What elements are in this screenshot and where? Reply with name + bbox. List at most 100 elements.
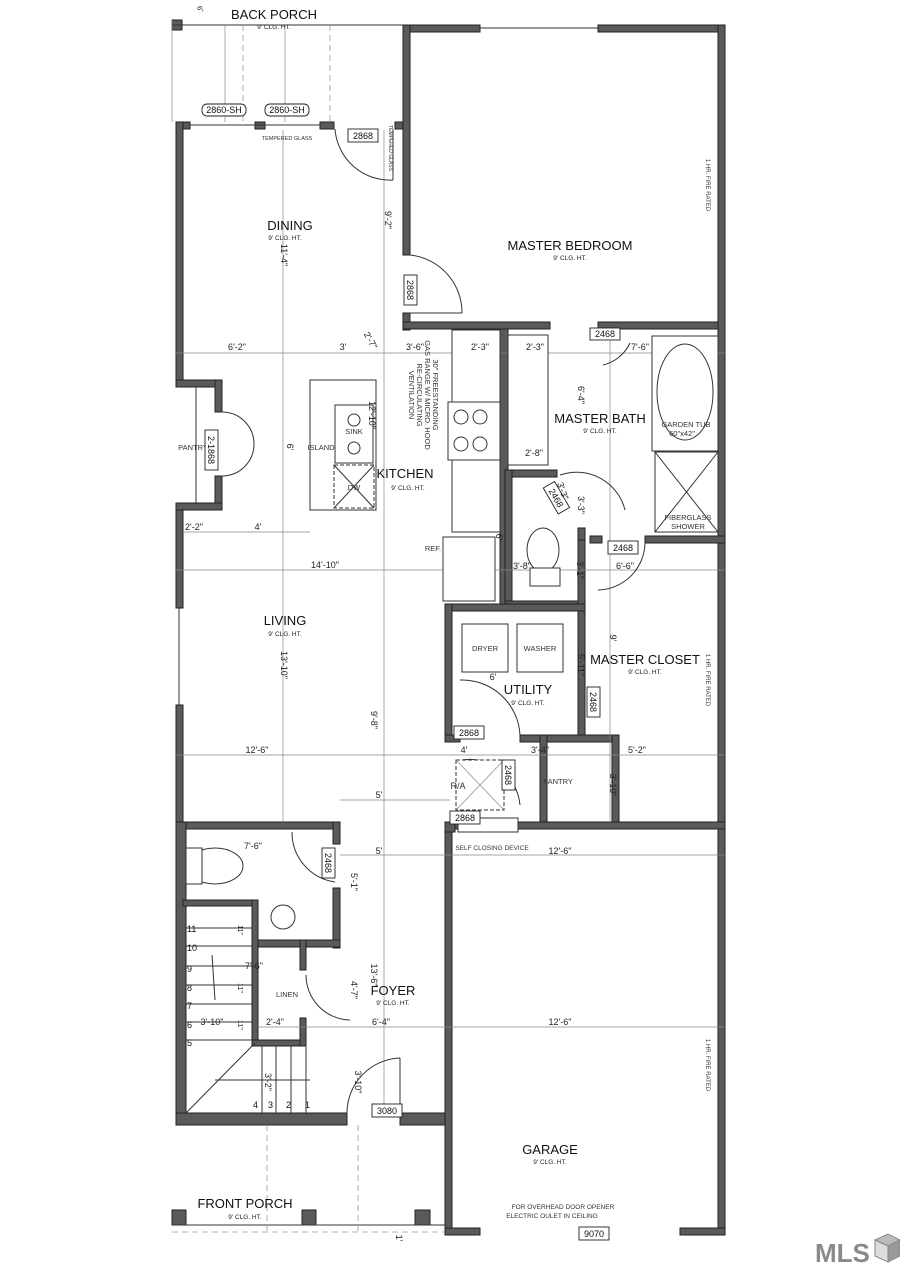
dimension: 7'-6": [631, 342, 649, 352]
ceiling-height: 9' CLG. HT.: [391, 485, 425, 492]
door-tag: 2868: [353, 131, 373, 141]
stair-step: 3: [268, 1100, 273, 1110]
ceiling-height: 9' CLG. HT.: [257, 24, 291, 31]
dimension: 11'-4": [279, 244, 289, 266]
dimension: 3'-8": [513, 561, 531, 571]
dimension: 9'-2": [383, 211, 393, 229]
ceiling-height: 9' CLG. HT.: [228, 1214, 262, 1221]
ceiling-height: 9' CLG. HT.: [553, 255, 587, 262]
stair-step: 7: [187, 1001, 192, 1011]
dimension: 7'-6": [245, 961, 263, 971]
dimension: 3'-6": [406, 342, 424, 352]
room-name-back-porch: BACK PORCH: [231, 7, 317, 22]
dimension: 3': [340, 342, 347, 352]
dimension: 12'-6": [549, 846, 572, 856]
range-note: GAS RANGE W/ MICRO. HOOD: [423, 340, 432, 450]
dimension: 3'-4": [531, 745, 549, 755]
dimension: 3'-10": [608, 774, 618, 797]
stair-step: 6: [187, 1020, 192, 1030]
stair-step: 9: [187, 964, 192, 974]
room-name-foyer: FOYER: [371, 983, 416, 998]
dimension: 14'-10": [311, 560, 339, 570]
fixtures: [185, 329, 719, 1114]
ceiling-height: 9' CLG. HT.: [268, 235, 302, 242]
door-tag: 2-1868: [206, 436, 216, 464]
garage-note: ELECTRIC OULET IN CEILING: [506, 1213, 598, 1220]
fixture-labels: PANTRY PANTRY ISLAND SINK DW REF. DRYER …: [178, 125, 711, 1220]
pantry-label: PANTRY: [178, 443, 208, 452]
range-note: 30" FREESTANDING: [431, 359, 440, 430]
room-labels: BACK PORCH 9' CLG. HT. DINING 9' CLG. HT…: [197, 7, 700, 1221]
door-tag: 2868: [405, 280, 415, 300]
room-name-utility: UTILITY: [504, 682, 553, 697]
dimension: 3'-3": [576, 496, 586, 514]
room-name-master-bedroom: MASTER BEDROOM: [508, 238, 633, 253]
dimension: 2'-3": [471, 342, 489, 352]
linen-label: LINEN: [276, 990, 298, 999]
dimension: 3'-1": [575, 561, 585, 579]
mls-logo-text: MLS: [815, 1238, 870, 1268]
dimension: 6'-4": [372, 1017, 390, 1027]
washer-label: WASHER: [524, 644, 557, 653]
cube-icon: [873, 1233, 900, 1263]
mls-logo: MLS: [815, 1233, 900, 1268]
stair-step: 10: [187, 943, 197, 953]
fire-rated-note: 1 HR. FIRE RATED: [704, 1039, 710, 1092]
dimension: 2'-8": [525, 448, 543, 458]
range-icon: [447, 401, 501, 461]
dimension: 12'-6": [549, 1017, 572, 1027]
stair-tread-dimension: 11": [236, 983, 243, 993]
door-tag: 2468: [595, 329, 615, 339]
dimension: 3'-10": [201, 1017, 224, 1027]
dimension-lines: [176, 130, 725, 1113]
door-tag: 2868: [455, 813, 475, 823]
dimension: 4'-7": [349, 981, 359, 999]
dimension: 6': [285, 444, 295, 451]
stair-step-numbers: 1 2 3 4 5 6 7 8 9 10 11 11" 11" 11": [187, 924, 310, 1110]
ceiling-height: 9' CLG. HT.: [511, 700, 545, 707]
dimension: 9'-8": [369, 711, 379, 729]
dimension: 6': [490, 672, 497, 682]
ceiling-height: 9' CLG. HT.: [628, 669, 662, 676]
dimension: 6'-2": [228, 342, 246, 352]
range-note: VENTILATION: [407, 371, 416, 420]
dimension: 12'-6": [246, 745, 269, 755]
dimension: 6": [195, 5, 204, 14]
ceiling-height: 9' CLG. HT.: [583, 428, 617, 435]
dimension: 6': [494, 534, 504, 541]
door-tag: 2468: [613, 543, 633, 553]
stair-step: 8: [187, 983, 192, 993]
pantry-label: PANTRY: [543, 777, 573, 786]
tempered-glass-note: TEMPERED GLASS: [262, 136, 313, 142]
dimension: 13'-6": [369, 964, 379, 987]
garage-note: FOR OVERHEAD DOOR OPENER: [512, 1204, 615, 1211]
room-name-kitchen: KITCHEN: [376, 466, 433, 481]
dimension: 5'-2": [628, 745, 646, 755]
dimension: 9': [608, 635, 618, 642]
dimension: 5': [376, 846, 383, 856]
ceiling-height: 9' CLG. HT.: [376, 1000, 410, 1007]
sink-label: SINK: [345, 427, 363, 436]
dimension: 4': [255, 522, 262, 532]
island-label: ISLAND: [307, 443, 335, 452]
door-tag: 2860-SH: [269, 105, 305, 115]
stairs: [186, 927, 310, 1113]
tempered-glass-note: TEMPERED GLASS: [387, 125, 393, 172]
door-tag: 2468: [503, 765, 513, 785]
dimension: 2'-7": [362, 330, 380, 351]
dimension: 13'-10": [279, 651, 289, 679]
dimension: 2'-2": [185, 522, 203, 532]
door-tag: 9070: [584, 1229, 604, 1239]
dimension: 7'-6": [244, 841, 262, 851]
dimension: 6'-6": [616, 561, 634, 571]
stair-tread-dimension: 11": [236, 1020, 243, 1030]
dimension: 12'-10": [367, 401, 377, 429]
stair-step: 11: [187, 924, 196, 934]
dryer-label: DRYER: [472, 644, 499, 653]
dimension: 3'-10": [353, 1071, 363, 1094]
stair-step: 4: [253, 1100, 258, 1110]
refrigerator-icon: [442, 536, 496, 602]
stair-step: 1: [305, 1100, 310, 1110]
dimension: 1': [394, 1235, 404, 1242]
